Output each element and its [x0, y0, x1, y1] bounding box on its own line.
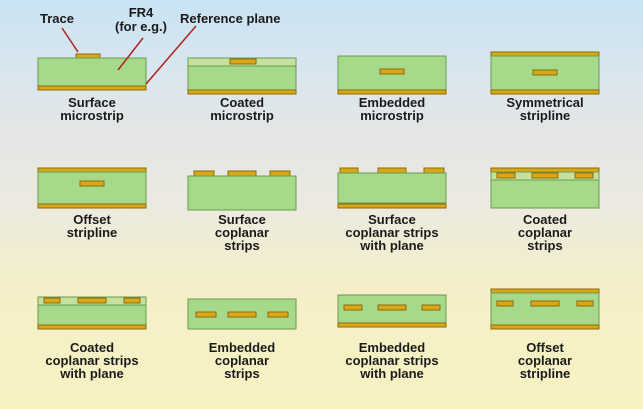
offset-stripline-substrate: [37, 171, 147, 205]
coated-microstrip-substrate: [187, 65, 297, 91]
offset-coplanar-stripline-strip-1: [496, 300, 514, 307]
coated-coplanar-strips-strip-1: [496, 172, 516, 179]
coated-coplanar-strips-with-plane-strip-3: [123, 297, 141, 304]
offset-coplanar-stripline-strip-3: [576, 300, 594, 307]
symmetrical-stripline-label: Symmetrical stripline: [506, 95, 584, 123]
coated-coplanar-strips-with-plane-substrate: [37, 304, 147, 326]
fr4-pointer-line: [117, 37, 144, 71]
offset-coplanar-stripline-bottom-plane: [490, 324, 600, 330]
reference-plane-legend-label: Reference plane: [180, 11, 281, 26]
coated-coplanar-strips-substrate: [490, 179, 600, 209]
offset-stripline-bottom-plane: [37, 203, 147, 209]
offset-coplanar-stripline-strip-2: [530, 300, 560, 307]
embedded-microstrip-trace: [379, 68, 405, 75]
coated-coplanar-strips-with-plane-label: Coated coplanar strips with plane: [45, 340, 139, 381]
coated-coplanar-strips-with-plane-strip-2: [77, 297, 107, 304]
offset-stripline-top-plane: [37, 167, 147, 173]
coated-coplanar-strips-top-edge: [490, 167, 600, 173]
embedded-coplanar-strips-with-plane-strip-2: [377, 304, 407, 311]
surface-microstrip-substrate: [37, 57, 147, 87]
coated-coplanar-strips-strip-3: [574, 172, 594, 179]
embedded-coplanar-strips-label: Embedded coplanar strips: [208, 340, 276, 381]
coated-coplanar-strips-label: Coated coplanar strips: [517, 212, 573, 253]
embedded-microstrip-label: Embedded microstrip: [358, 95, 426, 123]
embedded-coplanar-strips-with-plane-strip-3: [421, 304, 441, 311]
surface-coplanar-strips-with-plane-reference-plane: [337, 203, 447, 209]
trace-pointer-line: [61, 27, 79, 53]
embedded-coplanar-strips-strip-1: [195, 311, 217, 318]
embedded-coplanar-strips-with-plane-reference-plane: [337, 322, 447, 328]
surface-coplanar-strips-strip-1: [193, 170, 215, 177]
surface-coplanar-strips-label: Surface coplanar strips: [214, 212, 270, 253]
surface-coplanar-strips-with-plane-strip-2: [377, 167, 407, 174]
surface-coplanar-strips-with-plane-label: Surface coplanar strips with plane: [345, 212, 439, 253]
symmetrical-stripline-trace: [532, 69, 558, 76]
embedded-coplanar-strips-with-plane-label: Embedded coplanar strips with plane: [345, 340, 439, 381]
embedded-coplanar-strips-with-plane-strip-1: [343, 304, 363, 311]
coated-microstrip-reference-plane: [187, 89, 297, 95]
offset-stripline-label: Offset stripline: [66, 212, 118, 240]
fr4-legend-label: FR4 (for e.g.): [115, 5, 167, 34]
coated-microstrip-trace: [229, 58, 257, 65]
coated-coplanar-strips-with-plane-strip-1: [43, 297, 61, 304]
symmetrical-stripline-bottom-plane: [490, 89, 600, 95]
surface-coplanar-strips-with-plane-strip-1: [339, 167, 359, 174]
symmetrical-stripline-top-plane: [490, 51, 600, 57]
surface-coplanar-strips-substrate: [187, 175, 297, 211]
embedded-coplanar-strips-strip-3: [267, 311, 289, 318]
offset-coplanar-stripline-substrate: [490, 292, 600, 326]
surface-coplanar-strips-strip-3: [269, 170, 291, 177]
offset-coplanar-stripline-top-plane: [490, 288, 600, 294]
offset-coplanar-stripline-label: Offset coplanar stripline: [517, 340, 573, 381]
surface-coplanar-strips-with-plane-strip-3: [423, 167, 445, 174]
surface-coplanar-strips-with-plane-substrate: [337, 172, 447, 204]
reference-plane-pointer-line: [145, 25, 197, 85]
surface-microstrip-label: Surface microstrip: [60, 95, 124, 123]
embedded-coplanar-strips-strip-2: [227, 311, 257, 318]
coated-coplanar-strips-with-plane-reference-plane: [37, 324, 147, 330]
coated-microstrip-label: Coated microstrip: [210, 95, 274, 123]
trace-legend-label: Trace: [40, 11, 74, 26]
offset-stripline-trace: [79, 180, 105, 187]
embedded-microstrip-reference-plane: [337, 89, 447, 95]
surface-microstrip-reference-plane: [37, 85, 147, 91]
coated-coplanar-strips-strip-2: [531, 172, 559, 179]
surface-coplanar-strips-strip-2: [227, 170, 257, 177]
